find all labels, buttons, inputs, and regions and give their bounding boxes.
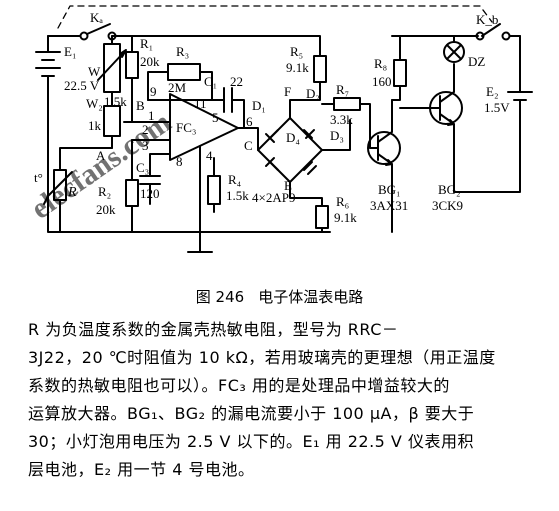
label-pin1: 1 — [148, 108, 155, 123]
ground-rail — [47, 109, 331, 253]
label-w2-value: 1k — [88, 118, 102, 133]
label-dz: DZ — [468, 54, 485, 69]
label-r7-value: 3.3k — [330, 112, 353, 127]
label-e2: E₂ — [486, 84, 498, 99]
figure-caption: 图 246 电子体温表电路 — [0, 286, 559, 307]
resistor-r7 — [321, 97, 371, 149]
resistor-r1 — [125, 35, 139, 123]
top-rail-wire — [47, 35, 321, 53]
label-c3-value: 120 — [140, 186, 160, 201]
description-line: 30；小灯泡用电压为 2.5 V 以下的。E₁ 用 22.5 V 仪表用积 — [28, 432, 474, 451]
potentiometer-w — [97, 35, 127, 107]
label-bg2-type: 3CK9 — [432, 198, 463, 213]
label-f: F — [284, 84, 291, 99]
description-line: 3J22，20 ℃时阻值为 10 kΩ，若用玻璃壳的更理想（用正温度 — [28, 348, 496, 367]
label-r7: R₇ — [336, 82, 349, 97]
electronic-thermometer-schematic: elecfans.com Kₐ E₁ 22.5 V W 1.5k W₂ 1k A… — [25, 5, 533, 253]
label-bg1: BG₁ — [378, 182, 401, 197]
label-t: t° — [34, 170, 43, 185]
label-r2: R₂ — [98, 184, 111, 199]
diode-bridge — [257, 117, 323, 183]
battery-e1 — [35, 35, 61, 111]
switch-ka — [79, 31, 89, 41]
label-kb: K_b — [476, 12, 498, 27]
label-r6-value: 9.1k — [334, 210, 357, 225]
transistor-bg1 — [367, 131, 401, 165]
label-r2-value: 20k — [96, 202, 116, 217]
capacitor-c1 — [147, 87, 245, 129]
label-e1-value: 22.5 V — [64, 78, 100, 93]
label-pin4: 4 — [206, 148, 213, 163]
label-pin5: 5 — [212, 110, 219, 125]
label-pin8: 8 — [176, 154, 183, 169]
label-fc3: FC₃ — [176, 120, 196, 135]
label-pin3: 3 — [142, 138, 149, 153]
label-c1: C₁ — [204, 74, 217, 89]
label-e: E — [284, 178, 292, 193]
label-r8: R₈ — [374, 56, 387, 71]
description-line: 运算放大器。BG₁、BG₂ 的漏电流要小于 100 μA，β 要大于 — [28, 404, 475, 423]
resistor-r4 — [207, 157, 221, 213]
description-line: R 为负温度系数的金属壳热敏电阻，型号为 RRC－ — [28, 320, 399, 339]
label-pin6: 6 — [246, 114, 253, 129]
label-a: A — [96, 148, 106, 163]
label-bg1-type: 3AX31 — [370, 198, 408, 213]
thermistor-r — [43, 147, 113, 233]
resistor-r8 — [391, 35, 407, 101]
resistor-r6 — [289, 181, 329, 233]
label-w: W — [88, 64, 101, 79]
capacitor-c3 — [139, 153, 171, 205]
label-r1-value: 20k — [140, 54, 160, 69]
ganged-switch-link — [57, 5, 493, 29]
label-w2: W₂ — [86, 96, 103, 111]
label-b: B — [136, 98, 145, 113]
label-r3-value: 2M — [168, 80, 187, 95]
label-d4: D₄ — [286, 130, 300, 145]
label-d2: D₂ — [306, 86, 320, 101]
label-r4: R₄ — [228, 172, 242, 187]
label-r: R — [67, 185, 77, 200]
label-pin11: 11 — [194, 96, 207, 111]
label-r4-value: 1.5k — [226, 188, 249, 203]
label-r8-value: 160 — [372, 74, 392, 89]
label-e1: E₁ — [64, 44, 76, 59]
label-ka: Kₐ — [90, 10, 103, 25]
label-d1: D₁ — [252, 98, 266, 113]
label-c3: C₃ — [136, 160, 149, 175]
label-bg2: BG₂ — [438, 182, 461, 197]
label-r6: R₆ — [336, 194, 349, 209]
label-w-value: 1.5k — [104, 94, 127, 109]
battery-e2 — [453, 35, 533, 193]
label-r3: R₃ — [176, 44, 189, 59]
description-text: R 为负温度系数的金属壳热敏电阻，型号为 RRC－ 3J22，20 ℃时阻值为 … — [28, 316, 548, 484]
resistor-r5 — [289, 51, 327, 119]
label-r1: R₁ — [140, 36, 153, 51]
label-d3: D₃ — [330, 128, 344, 143]
label-c1-value: 22 — [230, 74, 243, 89]
label-pin9: 9 — [150, 84, 157, 99]
label-r5: R₅ — [290, 44, 303, 59]
resistor-r2 — [125, 139, 139, 233]
opamp-fc3 — [169, 93, 239, 161]
figure-title: 电子体温表电路 — [258, 288, 364, 306]
figure-number: 图 246 — [195, 288, 245, 306]
label-diodes: 4×2AP9 — [252, 190, 295, 205]
label-pin2: 2 — [142, 122, 149, 137]
switch-kb — [399, 23, 521, 37]
description-line: 系数的热敏电阻也可以）。FC₃ 用的是处理品中增益较大的 — [28, 376, 450, 395]
label-c: C — [244, 138, 253, 153]
description-line: 层电池，E₂ 用一节 4 号电池。 — [28, 460, 255, 479]
label-r5-value: 9.1k — [286, 60, 309, 75]
resistor-r3 — [147, 63, 213, 101]
label-e2-value: 1.5V — [484, 100, 510, 115]
